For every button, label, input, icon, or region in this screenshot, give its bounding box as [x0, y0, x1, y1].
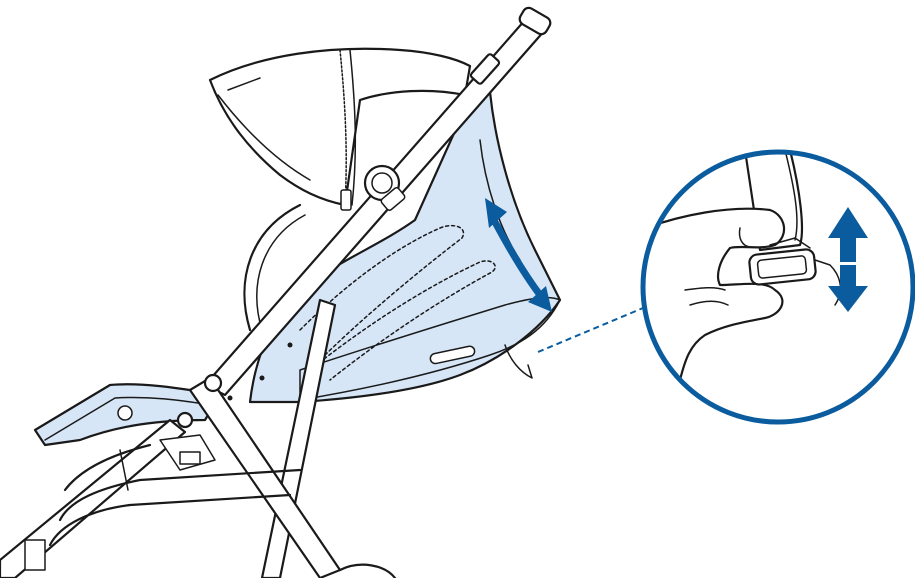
basket [24, 443, 397, 578]
double-headed-arrow-icon [485, 198, 552, 312]
arrow-up-icon [828, 207, 868, 262]
callout-connector [537, 302, 656, 353]
stroller-frame [0, 6, 552, 578]
leg-rest [33, 383, 222, 447]
canopy [208, 47, 472, 332]
arrow-down-icon [828, 265, 868, 312]
detail-callout [640, 149, 915, 425]
